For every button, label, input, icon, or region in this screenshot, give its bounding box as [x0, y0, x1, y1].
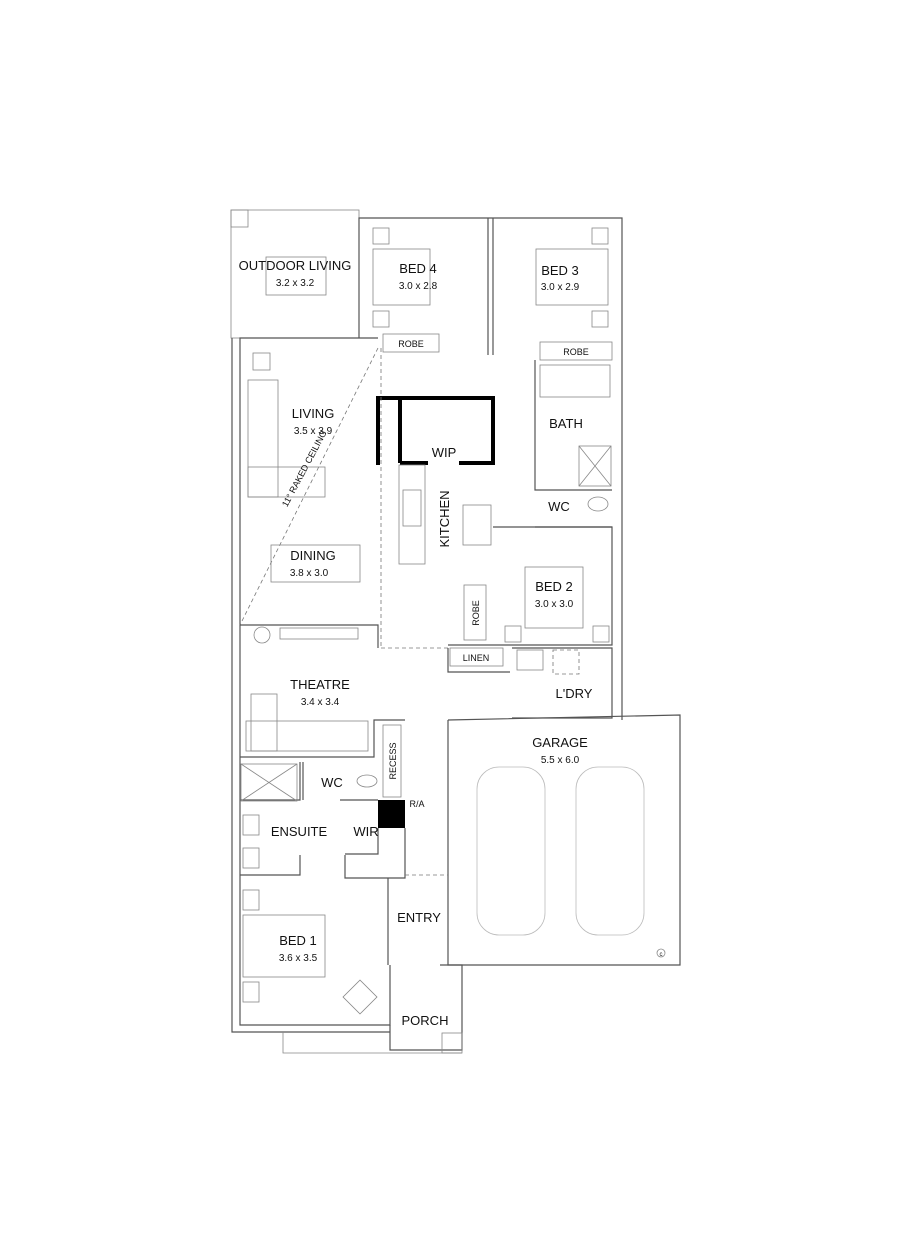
- robe-bed3-label: ROBE: [563, 347, 589, 357]
- bed1-size: 3.6 x 3.5: [279, 953, 318, 964]
- entry-label: ENTRY: [397, 910, 441, 925]
- living-furniture: [247, 352, 361, 583]
- copyright-mark: c: [660, 952, 663, 958]
- ensuite-wir: [240, 724, 448, 879]
- robe-bed2-label: ROBE: [471, 600, 481, 626]
- laundry-label: L'DRY: [556, 686, 593, 701]
- bed1-label: BED 1: [279, 933, 317, 948]
- living-size: 3.5 x 3.9: [294, 426, 333, 437]
- outdoor-living-area: [230, 209, 360, 339]
- theatre-label: THEATRE: [290, 677, 350, 692]
- raked-ceiling-label: 11° RAKED CEILING: [280, 429, 329, 509]
- ensuite-label: ENSUITE: [271, 824, 328, 839]
- linen-laundry: [447, 647, 613, 719]
- bed3-size: 3.0 x 2.9: [541, 282, 580, 293]
- bed3-room: [535, 227, 613, 361]
- raked-ceiling-line: [239, 347, 379, 626]
- outdoor-living-size: 3.2 x 3.2: [276, 278, 315, 289]
- bath-wc-rooms: [534, 360, 612, 528]
- exterior-walls: [231, 217, 681, 1054]
- bed3-label: BED 3: [541, 263, 579, 278]
- outdoor-living-label: OUTDOOR LIVING: [239, 258, 352, 273]
- bed4-size: 3.0 x 2.8: [399, 281, 438, 292]
- wc-upper-label: WC: [548, 499, 570, 514]
- dining-label: DINING: [290, 548, 336, 563]
- dining-size: 3.8 x 3.0: [290, 568, 329, 579]
- garage-size: 5.5 x 6.0: [541, 755, 580, 766]
- wip-label: WIP: [432, 445, 457, 460]
- garage-label: GARAGE: [532, 735, 588, 750]
- bath-label: BATH: [549, 416, 583, 431]
- bed2-room: [448, 526, 613, 646]
- wc-lower-label: WC: [321, 775, 343, 790]
- living-label: LIVING: [292, 406, 335, 421]
- wir-label: WIR: [353, 824, 378, 839]
- car-right: [575, 766, 645, 936]
- car-left: [476, 766, 546, 936]
- kitchen-area: [376, 348, 495, 649]
- porch-label: PORCH: [402, 1013, 449, 1028]
- ra-label: R/A: [409, 799, 424, 809]
- bed4-room: [372, 218, 494, 355]
- bed2-label: BED 2: [535, 579, 573, 594]
- kitchen-label: KITCHEN: [437, 490, 452, 547]
- bed2-size: 3.0 x 3.0: [535, 599, 574, 610]
- robe-bed4-label: ROBE: [398, 339, 424, 349]
- bed1-room: [242, 878, 389, 1015]
- recess-label: RECESS: [388, 742, 398, 779]
- theatre-room: [240, 624, 405, 758]
- linen-label: LINEN: [463, 653, 490, 663]
- return-air-block: [378, 800, 405, 828]
- theatre-size: 3.4 x 3.4: [301, 697, 340, 708]
- garage-cars: [476, 766, 666, 958]
- bed4-label: BED 4: [399, 261, 437, 276]
